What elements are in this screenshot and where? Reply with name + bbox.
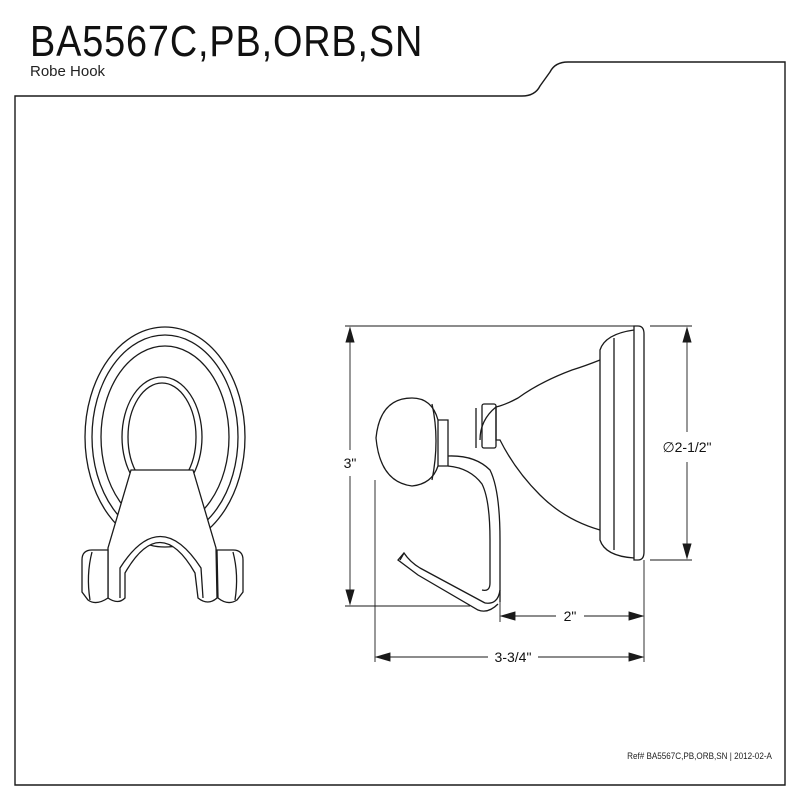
dim-diameter-arrow-bottom — [682, 543, 692, 560]
front-hook-left-tip — [81, 549, 109, 604]
model-number-title: BA5567C,PB,ORB,SN — [30, 17, 424, 66]
front-hook-right-tip — [216, 549, 244, 604]
dim-height-label: 3" — [344, 455, 357, 471]
dim-total-projection-label: 3-3/4" — [495, 649, 532, 665]
product-name: Robe Hook — [30, 63, 106, 80]
reference-footer: Ref# BA5567C,PB,ORB,SN | 2012-02-A — [627, 751, 772, 761]
dim-hook-arrow-right — [628, 611, 645, 621]
front-view — [81, 326, 246, 604]
dimension-lines — [345, 325, 692, 662]
dim-total-arrow-left — [374, 652, 391, 662]
front-hook-left-tip-edge — [87, 551, 93, 601]
front-hook-inner-arch — [119, 535, 204, 599]
sheet-border — [14, 61, 786, 786]
side-backplate — [633, 325, 645, 561]
side-shank — [447, 455, 501, 604]
side-ball-line — [431, 403, 437, 481]
dim-diameter-label: ∅2-1/2" — [662, 439, 711, 455]
dim-hook-arrow-left — [499, 611, 516, 621]
side-view — [375, 325, 645, 612]
side-bell-inner — [479, 406, 497, 441]
side-hook-tip — [399, 552, 405, 561]
front-hook-right-tip-edge — [232, 551, 238, 601]
side-neck-ring — [481, 403, 497, 449]
dimension-labels: 3" ∅2-1/2" 2" 3-3/4" — [344, 439, 712, 665]
side-neck-collar — [430, 419, 449, 467]
dim-height-arrow-top — [345, 326, 355, 343]
side-hook — [397, 551, 499, 612]
dim-diameter-arrow-top — [682, 326, 692, 343]
side-plate-step — [599, 329, 635, 559]
front-outer-rim — [84, 326, 246, 548]
dim-height-arrow-bottom — [345, 589, 355, 606]
side-ball-knob — [375, 397, 439, 487]
side-shank-inner — [447, 465, 491, 591]
dim-hook-projection-label: 2" — [564, 608, 577, 624]
side-bell — [495, 359, 601, 531]
dim-total-arrow-right — [628, 652, 645, 662]
